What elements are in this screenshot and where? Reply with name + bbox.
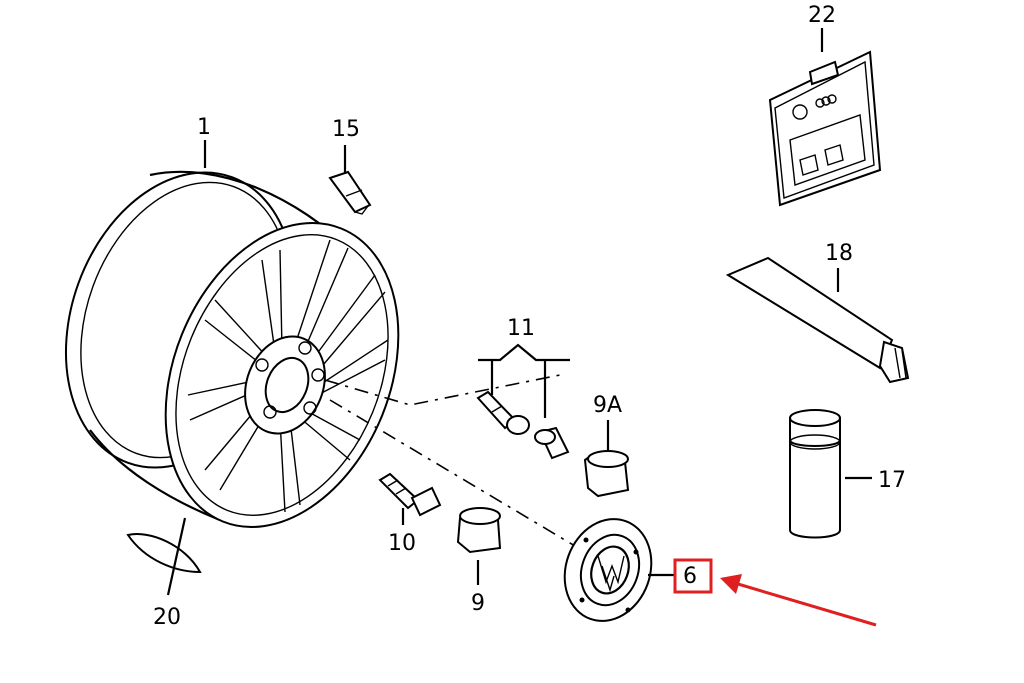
- label-part-18: 18: [825, 241, 853, 266]
- bolt-cap-9-part: [456, 507, 502, 554]
- label-part-9a: 9A: [593, 393, 622, 418]
- grease-tube-part: [725, 256, 910, 384]
- wheel-rim-part: [64, 170, 400, 528]
- bolt-cap-9a-part: [583, 450, 630, 498]
- highlight-box: [673, 558, 713, 594]
- vw-logo-icon: [590, 545, 630, 595]
- bracket-11: [478, 343, 570, 418]
- locking-bolts-part: [476, 390, 570, 460]
- paint-bottle-part: [789, 409, 841, 539]
- label-part-15: 15: [332, 117, 360, 142]
- valve-stem-part: [328, 170, 372, 215]
- vw-logo-icon: [792, 104, 808, 120]
- label-part-20: 20: [153, 605, 181, 630]
- assembly-line-cap: [329, 399, 591, 556]
- label-part-17: 17: [878, 468, 906, 493]
- label-part-9: 9: [471, 591, 485, 616]
- label-part-10: 10: [388, 531, 416, 556]
- assembly-line-bolt: [324, 374, 561, 406]
- leader-lines: [166, 28, 872, 596]
- packaged-kit-part: [768, 50, 882, 207]
- balance-weight-part: [126, 533, 202, 574]
- label-part-11: 11: [507, 316, 535, 341]
- hub-cap-part: [563, 518, 653, 622]
- label-part-22: 22: [808, 3, 836, 28]
- audi-rings-icon: [815, 94, 837, 108]
- wheel-bolt-part: [378, 472, 442, 517]
- label-part-1: 1: [197, 115, 211, 140]
- highlight-arrow-icon: [720, 574, 877, 627]
- label-part-6: 6: [683, 564, 697, 589]
